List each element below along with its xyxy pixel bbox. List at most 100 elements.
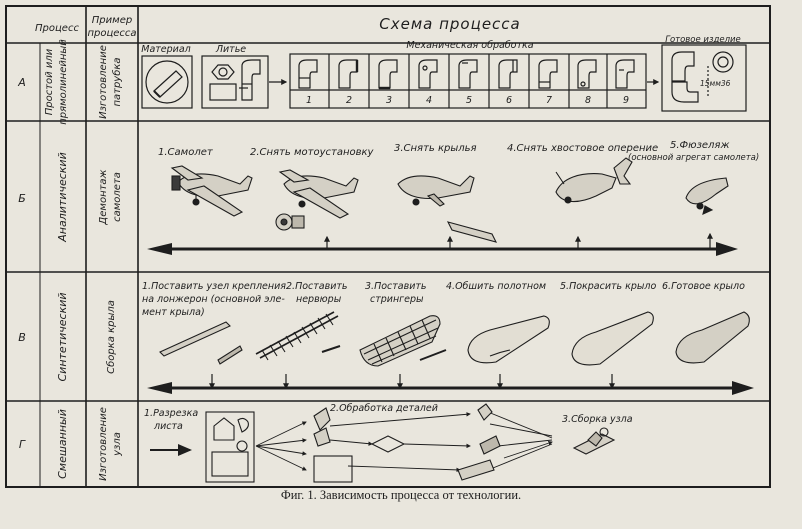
example-v: Сборка крыла <box>105 300 117 374</box>
finished-mark: 15мм36 <box>700 79 731 88</box>
sheet-metal <box>205 411 255 483</box>
step-v-2-line1: 2.Поставить <box>286 281 348 292</box>
row-v-drawings <box>159 311 750 367</box>
step-g-2: 2.Обработка деталей <box>330 403 438 414</box>
step-v-6: 6.Готовое крыло <box>662 281 745 292</box>
part-rhombus <box>370 435 406 453</box>
part-plate <box>313 455 353 483</box>
header-example-line2: процесса <box>87 28 136 39</box>
step-b-5: 5.Фюзеляж <box>670 140 729 151</box>
wing-ribs <box>255 311 339 361</box>
step-num-5: 5 <box>466 95 472 106</box>
material-box <box>141 55 193 109</box>
step-v-5: 5.Покрасить крыло <box>560 281 657 292</box>
step-num-4: 4 <box>426 95 432 106</box>
part-bracket-1 <box>313 407 331 431</box>
spar <box>159 321 231 357</box>
figure-caption: Фиг. 1. Зависимость процесса от технолог… <box>280 488 522 502</box>
assembled-node <box>572 427 616 455</box>
step-num-7: 7 <box>546 95 552 106</box>
row-a-scheme: Материал Литье Механическая обработка Го… <box>141 35 741 109</box>
step-v-3-line2: стрингеры <box>370 294 424 305</box>
process-a-line1: Простой или <box>44 48 55 115</box>
machining-box <box>289 53 647 109</box>
row-letter-b: Б <box>18 192 26 205</box>
row-b-flow <box>147 232 738 256</box>
process-g: Смешанный <box>56 409 69 479</box>
step-v-2-line2: нервюры <box>296 294 342 305</box>
flow-b-head <box>716 242 738 256</box>
header-scheme: Схема процесса <box>379 15 521 33</box>
step-v-1-line1: 1.Поставить узел крепления <box>142 281 286 292</box>
airplane-no-tail <box>555 171 617 204</box>
table-grid <box>5 5 771 488</box>
stage-casting: Литье <box>215 44 246 55</box>
process-v: Синтетический <box>56 292 69 381</box>
machining-step-numbers: 1 2 3 4 5 6 7 8 9 <box>306 95 629 106</box>
removed-engine <box>275 213 305 231</box>
row-letter-v: В <box>18 331 26 344</box>
airplane-no-wings <box>397 175 475 207</box>
flow-b-tail <box>147 243 172 255</box>
wing-covered <box>467 315 550 364</box>
row-b-drawings <box>170 157 729 243</box>
stage-material: Материал <box>141 44 191 55</box>
step-num-8: 8 <box>585 95 591 106</box>
airplane-full <box>170 165 253 217</box>
stage-finished: Готовое изделие <box>665 35 741 45</box>
row-v-flow <box>147 374 754 395</box>
part-channel <box>457 459 495 481</box>
step-b-3: 3.Снять крылья <box>394 143 477 154</box>
row-letter-g: Г <box>19 438 26 451</box>
row-g-drawings <box>150 403 616 483</box>
wing-final <box>675 311 750 364</box>
finished-box <box>661 44 747 112</box>
example-g-line1: Изготовление <box>98 407 109 481</box>
airplane-no-engine <box>278 169 359 219</box>
header-example-line1: Пример <box>92 15 132 26</box>
step-g-1-line1: 1.Разрезка <box>144 408 198 419</box>
example-a-line1: Изготовление <box>98 45 109 119</box>
row-b-labels: 1.Самолет 2.Снять мотоустановку 3.Снять … <box>158 140 759 163</box>
flow-v-head <box>732 381 754 395</box>
step-num-9: 9 <box>623 95 629 106</box>
stage-machining: Механическая обработка <box>406 40 533 51</box>
step-v-1-line3: мент крыла) <box>142 307 205 318</box>
example-a-line2: патрубка <box>111 57 123 106</box>
row-letter-a: А <box>17 76 26 89</box>
row-g-labels: 1.Разрезка листа 2.Обработка деталей 3.С… <box>144 403 633 432</box>
example-b-line2: самолета <box>112 172 123 222</box>
wing-painted <box>571 311 654 366</box>
step-num-1: 1 <box>306 95 312 106</box>
step-num-6: 6 <box>506 95 512 106</box>
row-v-labels: 1.Поставить узел крепления на лонжерон (… <box>142 281 745 318</box>
flow-v-tail <box>147 382 172 394</box>
machining-steps <box>298 59 635 90</box>
part-clip <box>477 403 493 421</box>
step-b-1: 1.Самолет <box>158 147 214 158</box>
step-b-2: 2.Снять мотоустановку <box>250 147 375 158</box>
process-b: Аналитический <box>56 152 69 242</box>
removed-tail <box>613 157 633 185</box>
step-num-3: 3 <box>386 95 392 106</box>
step-b-note: (основной агрегат самолета) <box>628 153 759 163</box>
finished-product: 15мм36 <box>647 44 747 112</box>
step-num-2: 2 <box>346 95 352 106</box>
removed-wing <box>446 221 498 243</box>
step-b-4: 4.Снять хвостовое оперение <box>507 143 658 154</box>
step-v-4: 4.Обшить полотном <box>446 281 546 292</box>
step-v-3-line1: 3.Поставить <box>365 281 427 292</box>
example-b-line1: Демонтаж <box>98 169 109 225</box>
process-a-line2: прямолинейный <box>58 39 69 125</box>
step-v-1-line2: на лонжерон (основной эле- <box>142 294 285 305</box>
fuselage <box>685 177 729 210</box>
casting-box <box>201 55 269 109</box>
part-bracket-2 <box>313 427 331 447</box>
part-angle <box>479 435 501 455</box>
wing-stringers <box>359 315 441 367</box>
step-g-3: 3.Сборка узла <box>562 414 633 425</box>
example-g-line2: узла <box>112 432 123 457</box>
step-g-1-line2: листа <box>153 421 183 432</box>
header-process: Процесс <box>35 23 79 34</box>
